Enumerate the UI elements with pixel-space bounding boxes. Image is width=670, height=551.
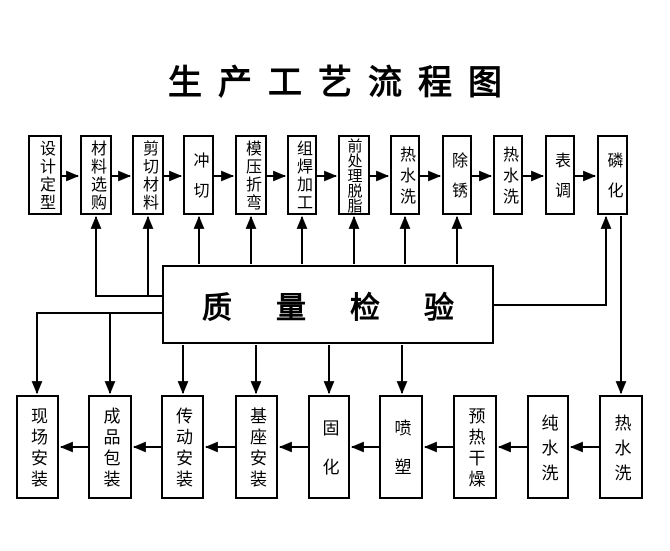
step-label: 热水洗 [500, 146, 517, 209]
top-step-phosphating: 磷化 [597, 135, 628, 215]
bottom-step-base-installation: 基座安装 [235, 395, 278, 499]
top-step-hot-water-wash-1: 热水洗 [390, 135, 420, 215]
top-step-hot-water-wash-2: 热水洗 [493, 135, 523, 215]
step-label: 预热干燥 [465, 407, 485, 491]
top-step-die-press-bending: 模压折弯 [235, 135, 267, 215]
quality-inspection-box: 质量检验 [162, 265, 494, 344]
arrow-quality-to-purchase [90, 215, 162, 297]
step-label: 冲切 [190, 152, 208, 212]
step-label: 组焊加工 [294, 140, 311, 212]
bottom-step-pure-water-wash: 纯水洗 [527, 395, 569, 499]
top-step-rust-removal: 除锈 [442, 135, 472, 215]
step-label: 成品包装 [100, 407, 120, 491]
bottom-step-product-packaging: 成品包装 [88, 395, 132, 499]
step-label: 前处理脱脂 [345, 137, 363, 213]
step-label: 基座安装 [247, 407, 266, 491]
step-label: 表调 [552, 152, 569, 212]
step-label: 纯水洗 [538, 413, 558, 489]
step-label: 剪切材料 [140, 140, 157, 212]
step-label: 现场安装 [28, 407, 47, 491]
bottom-step-powder-spraying: 喷塑 [379, 395, 423, 499]
top-step-punching: 冲切 [183, 135, 214, 215]
step-label: 传动安装 [173, 407, 192, 491]
step-label: 喷塑 [391, 419, 411, 497]
top-step-welding-assembly: 组焊加工 [287, 135, 317, 215]
arrow-quality-to-phosphating [494, 215, 612, 306]
bottom-step-preheat-drying: 预热干燥 [453, 395, 497, 499]
step-label: 模压折弯 [243, 140, 260, 212]
step-label: 材料选购 [88, 140, 105, 212]
top-step-surface-conditioning: 表调 [545, 135, 575, 215]
page-title: 生产工艺流程图 [168, 64, 518, 102]
step-label: 磷化 [604, 152, 622, 212]
step-label: 设计定型 [37, 140, 54, 212]
arrow-quality-to-site-install [31, 312, 162, 395]
quality-inspection-label: 质量检验 [202, 291, 498, 325]
bottom-step-hot-water-wash-3: 热水洗 [599, 395, 643, 499]
step-label: 热水洗 [397, 146, 414, 209]
step-label: 除锈 [449, 152, 466, 212]
step-label: 固化 [319, 419, 339, 497]
bottom-step-drive-installation: 传动安装 [161, 395, 204, 499]
top-step-material-cutting: 剪切材料 [132, 135, 164, 215]
top-step-pretreat-degrease: 前处理脱脂 [338, 135, 370, 215]
step-label: 热水洗 [611, 413, 631, 489]
bottom-step-curing: 固化 [308, 395, 350, 499]
top-step-design-finalization: 设计定型 [28, 135, 62, 215]
top-step-material-purchase: 材料选购 [80, 135, 112, 215]
bottom-step-site-installation: 现场安装 [16, 395, 59, 499]
